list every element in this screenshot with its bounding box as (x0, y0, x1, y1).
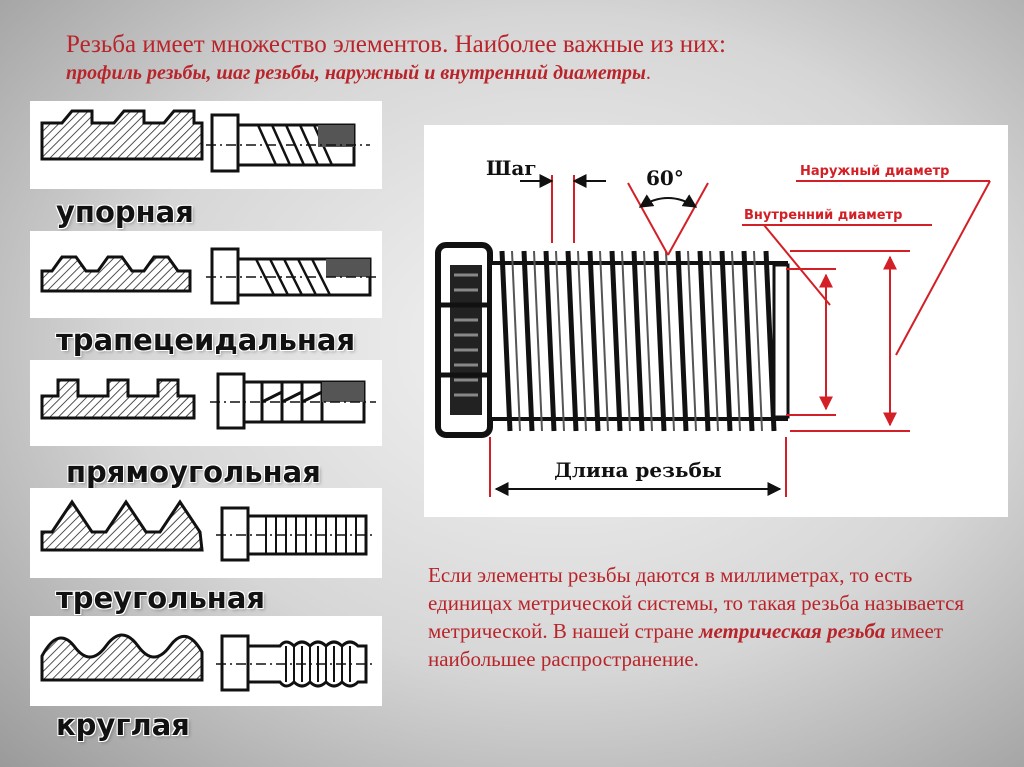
inner-diameter-dimension: Внутренний диаметр (742, 208, 932, 416)
thread-label-triangular: треугольная (56, 581, 266, 615)
outer-diameter-dimension: Наружный диаметр (790, 164, 991, 432)
thread-panel-round (30, 616, 382, 706)
thread-panel-buttress (30, 101, 382, 189)
title-line-2-text: профиль резьбы, шаг резьбы, наружный и в… (66, 62, 646, 84)
paragraph-part-2: имеет наибольшее распространение. (428, 619, 944, 671)
title-line-1: Резьба имеет множество элементов. Наибол… (66, 31, 726, 58)
thread-panel-trapezoidal (30, 231, 382, 318)
title-line-2-end: . (645, 62, 651, 84)
round-thread-illustration (40, 633, 376, 692)
bolt-diagram-svg: Шаг 60° Наружный диаметр Внутренний диам… (435, 156, 991, 497)
rectangular-thread-illustration (40, 372, 376, 430)
angle-label: 60° (646, 166, 684, 190)
thread-label-trapezoidal: трапецеидальная (56, 323, 356, 357)
pitch-label: Шаг (486, 156, 537, 180)
bolt-head (435, 242, 493, 438)
thread-panel-rectangular (30, 360, 382, 446)
thread-length-dimension: Длина резьбы (489, 437, 787, 497)
angle-dimension: 60° (627, 166, 709, 256)
pitch-dimension: Шаг (486, 156, 606, 243)
thread-panel-triangular (30, 488, 382, 578)
thread-length-label: Длина резьбы (554, 458, 722, 482)
bolt-thread-diagram: Шаг 60° Наружный диаметр Внутренний диам… (424, 125, 1008, 517)
slide-title: Резьба имеет множество элементов. Наибол… (66, 30, 986, 86)
inner-diameter-label: Внутренний диаметр (744, 208, 902, 223)
thread-label-rectangular: прямоугольная (66, 455, 321, 489)
triangular-thread-illustration (40, 499, 376, 562)
metric-thread-paragraph: Если элементы резьбы даются в миллиметра… (428, 561, 988, 673)
title-line-2: профиль резьбы, шаг резьбы, наружный и в… (66, 60, 986, 86)
paragraph-emphasis: метрическая резьба (699, 619, 886, 643)
trapezoidal-thread-illustration (40, 247, 378, 305)
bolt-shank (488, 250, 790, 432)
buttress-thread-illustration (40, 109, 370, 173)
thread-label-buttress: упорная (56, 195, 194, 229)
outer-diameter-label: Наружный диаметр (800, 164, 949, 179)
paragraph-part-1: Если элементы резьбы даются в миллиметра… (428, 563, 965, 643)
thread-label-round: круглая (56, 708, 190, 742)
